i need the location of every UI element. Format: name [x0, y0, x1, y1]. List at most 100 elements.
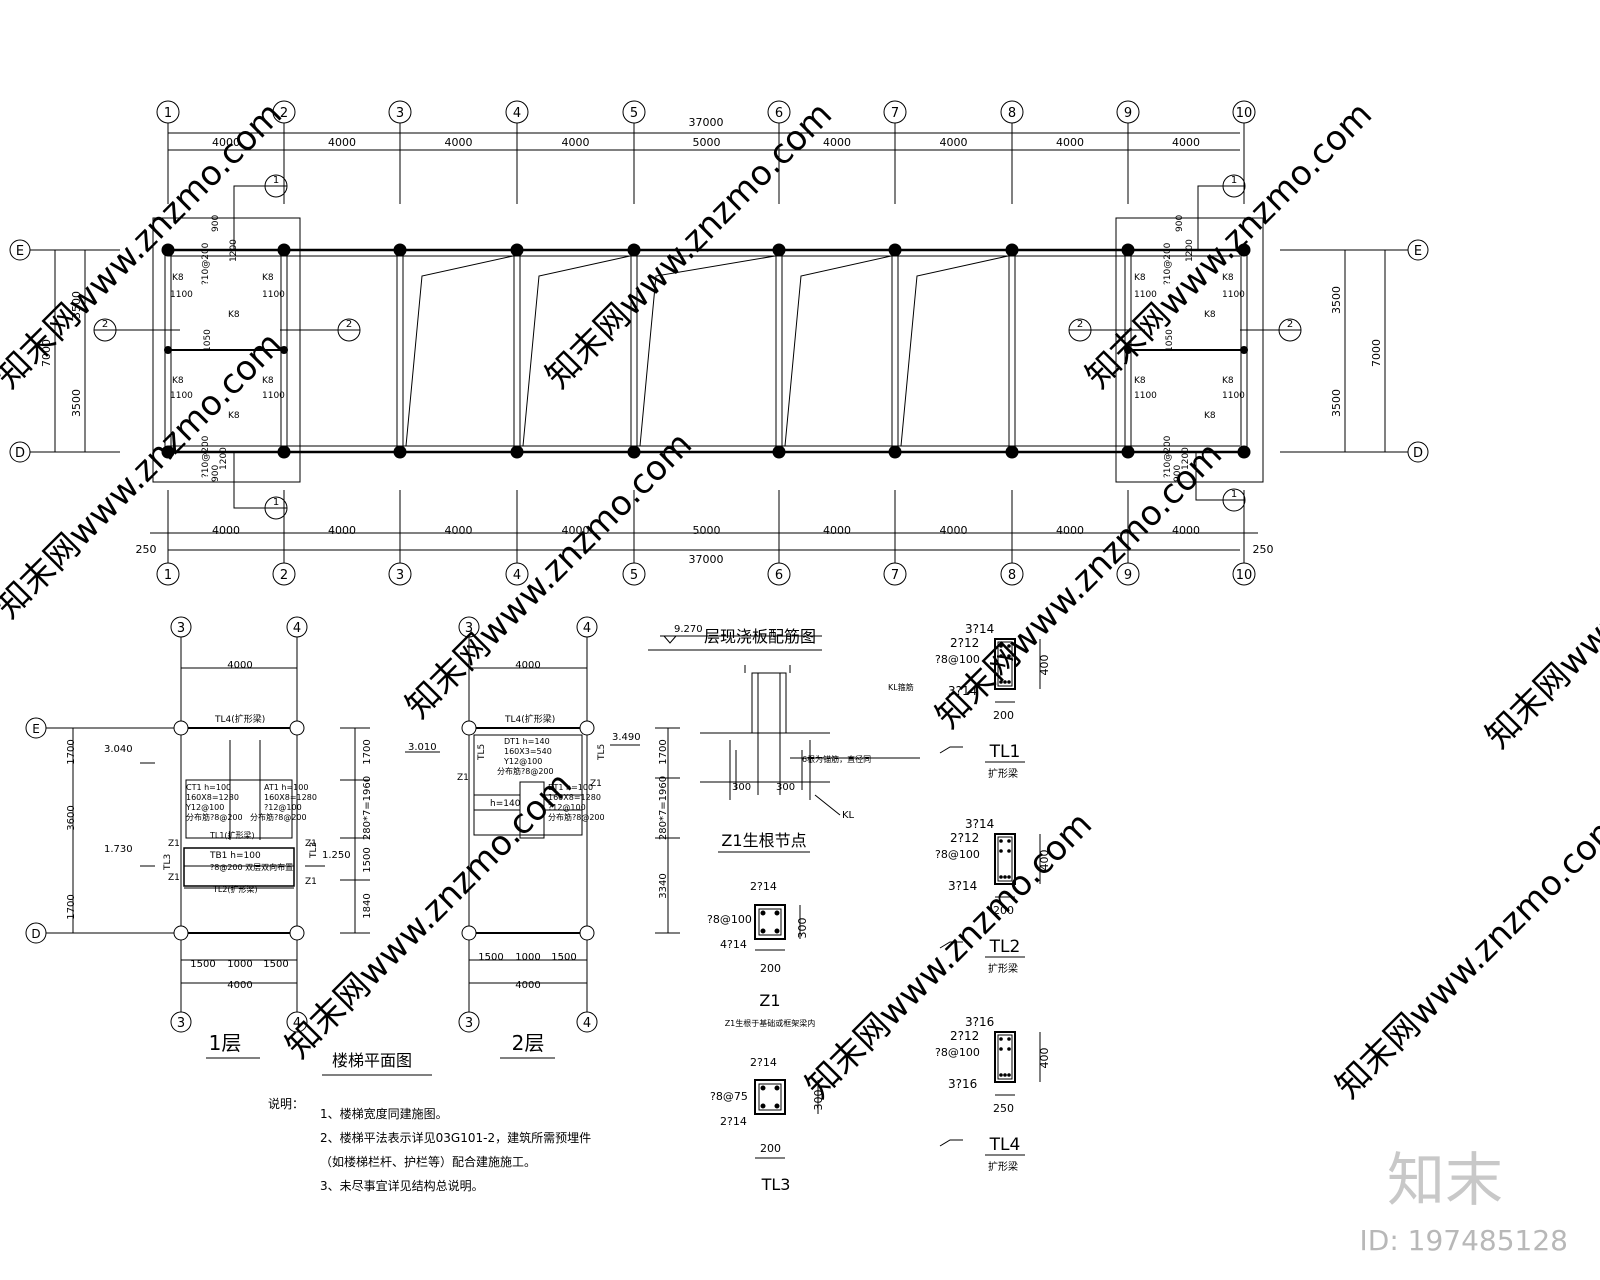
plan-column [1121, 445, 1135, 459]
vert-dim-l2: 3500 [70, 389, 83, 417]
plan-column [393, 445, 407, 459]
plan-column [888, 445, 902, 459]
svg-text:3340: 3340 [658, 873, 669, 898]
svg-text:TL3: TL3 [761, 1175, 791, 1194]
vert-dim-l1: 3500 [70, 291, 83, 319]
axis-number: 4 [513, 106, 521, 121]
bay-stair-line [900, 255, 1009, 447]
svg-text:2: 2 [346, 319, 352, 330]
svg-text:4000: 4000 [227, 980, 252, 991]
svg-text:K8: K8 [1222, 376, 1234, 386]
svg-text:TL5: TL5 [477, 744, 487, 761]
bay-stair-line [405, 255, 514, 447]
svg-text:1.250: 1.250 [322, 850, 351, 861]
axis-number: 9 [1124, 106, 1132, 121]
bay-stair-line [639, 255, 776, 447]
svg-text:K8: K8 [1134, 273, 1146, 283]
svg-text:（如楼梯栏杆、护栏等）配合建施施工。: （如楼梯栏杆、护栏等）配合建施施工。 [320, 1154, 536, 1169]
span-dim-bottom: 4000 [1056, 524, 1084, 537]
svg-text:280*7=1960: 280*7=1960 [658, 776, 669, 840]
svg-text:?8@100: ?8@100 [935, 1046, 980, 1059]
svg-text:3?16: 3?16 [965, 1015, 994, 1029]
svg-text:4000: 4000 [515, 980, 540, 991]
svg-text:280*7=1960: 280*7=1960 [362, 776, 373, 840]
svg-text:K8: K8 [1134, 376, 1146, 386]
svg-text:BT1 h=100: BT1 h=100 [548, 783, 593, 792]
svg-text:K8: K8 [172, 273, 184, 283]
svg-text:1200: 1200 [229, 239, 239, 262]
slab-title-block [648, 635, 822, 651]
svg-text:1100: 1100 [262, 391, 285, 401]
span-dim-top: 4000 [562, 136, 590, 149]
notes: 说明： 1、楼梯宽度同建施图。 2、楼梯平法表示详见03G101-2，建筑所需预… [268, 1096, 591, 1193]
svg-text:知末网www.znzmo.com: 知末网www.znzmo.com [1478, 454, 1600, 756]
svg-text:知末网www.znzmo.com: 知末网www.znzmo.com [398, 424, 700, 726]
svg-text:160X3=540: 160X3=540 [504, 747, 552, 756]
svg-text:160X8=1280: 160X8=1280 [548, 793, 601, 802]
svg-text:Z1: Z1 [305, 877, 317, 887]
stair-floor2-label: 2层 [512, 1031, 545, 1055]
plan-column [280, 346, 288, 354]
svg-text:知末网www.znzmo.com: 知末网www.znzmo.com [0, 324, 290, 626]
plan-stair-bays [164, 250, 1248, 452]
svg-text:TL4: TL4 [989, 1135, 1021, 1155]
plan-column [772, 243, 786, 257]
span-dim-bottom: 4000 [212, 524, 240, 537]
svg-text:2?12: 2?12 [950, 1029, 979, 1043]
z1-node-dim-a: 300 [732, 782, 751, 793]
plan-column [510, 243, 524, 257]
svg-text:?8@100: ?8@100 [935, 653, 980, 666]
bay-stair-line [784, 255, 892, 447]
svg-text:200: 200 [993, 904, 1014, 917]
svg-text:1700: 1700 [66, 894, 77, 919]
svg-text:3: 3 [465, 1016, 473, 1031]
svg-text:1200: 1200 [1181, 447, 1191, 470]
svg-text:2: 2 [102, 319, 108, 330]
z1-node-anchor-note: 6根为锚筋，直径同 [802, 754, 871, 764]
vert-dim-ltotal: 7000 [40, 339, 53, 367]
svg-text:200: 200 [993, 709, 1014, 722]
svg-text:1050: 1050 [203, 329, 213, 352]
svg-text:D: D [31, 927, 40, 941]
svg-text:K8: K8 [1204, 411, 1216, 421]
axis-number: 2 [280, 106, 288, 121]
svg-text:1: 1 [273, 175, 279, 186]
plan-column [510, 445, 524, 459]
plan-column [1237, 445, 1251, 459]
svg-text:900: 900 [211, 215, 221, 232]
plan-column [627, 243, 641, 257]
vert-dim-r1: 3500 [1330, 286, 1343, 314]
svg-text:2?14: 2?14 [750, 1056, 777, 1069]
svg-text:1100: 1100 [170, 391, 193, 401]
svg-text:1: 1 [1231, 175, 1237, 186]
span-dim-top: 5000 [693, 136, 721, 149]
plan-outline [152, 217, 1264, 483]
svg-text:3600: 3600 [66, 805, 77, 830]
svg-text:250: 250 [993, 1102, 1014, 1115]
svg-text:AT1 h=100: AT1 h=100 [264, 783, 308, 792]
svg-text:1000: 1000 [227, 959, 252, 970]
svg-text:3: 3 [177, 1016, 185, 1031]
svg-text:3.490: 3.490 [612, 732, 641, 743]
svg-text:K8: K8 [228, 310, 240, 320]
svg-text:h=140: h=140 [490, 799, 521, 809]
axis-number: 5 [630, 568, 638, 583]
svg-text:2: 2 [1287, 319, 1293, 330]
svg-text:知末网www.znzmo.com: 知末网www.znzmo.com [928, 434, 1230, 736]
svg-text:1700: 1700 [658, 739, 669, 764]
plan-column [1124, 346, 1132, 354]
z1-node-dim-b: 300 [776, 782, 795, 793]
span-dim-top: 4000 [212, 136, 240, 149]
svg-text:3、未尽事宜详见结构总说明。: 3、未尽事宜详见结构总说明。 [320, 1178, 484, 1193]
axis-number: 3 [396, 106, 404, 121]
svg-text:400: 400 [1038, 655, 1051, 676]
svg-text:3?14: 3?14 [965, 622, 994, 636]
svg-text:Y12@100: Y12@100 [185, 803, 224, 812]
svg-text:?10@200: ?10@200 [1163, 435, 1173, 478]
svg-text:1500: 1500 [362, 847, 373, 872]
svg-text:TL3: TL3 [163, 854, 173, 871]
svg-text:2?14: 2?14 [750, 880, 777, 893]
z1-node-kl: KL [842, 810, 855, 821]
